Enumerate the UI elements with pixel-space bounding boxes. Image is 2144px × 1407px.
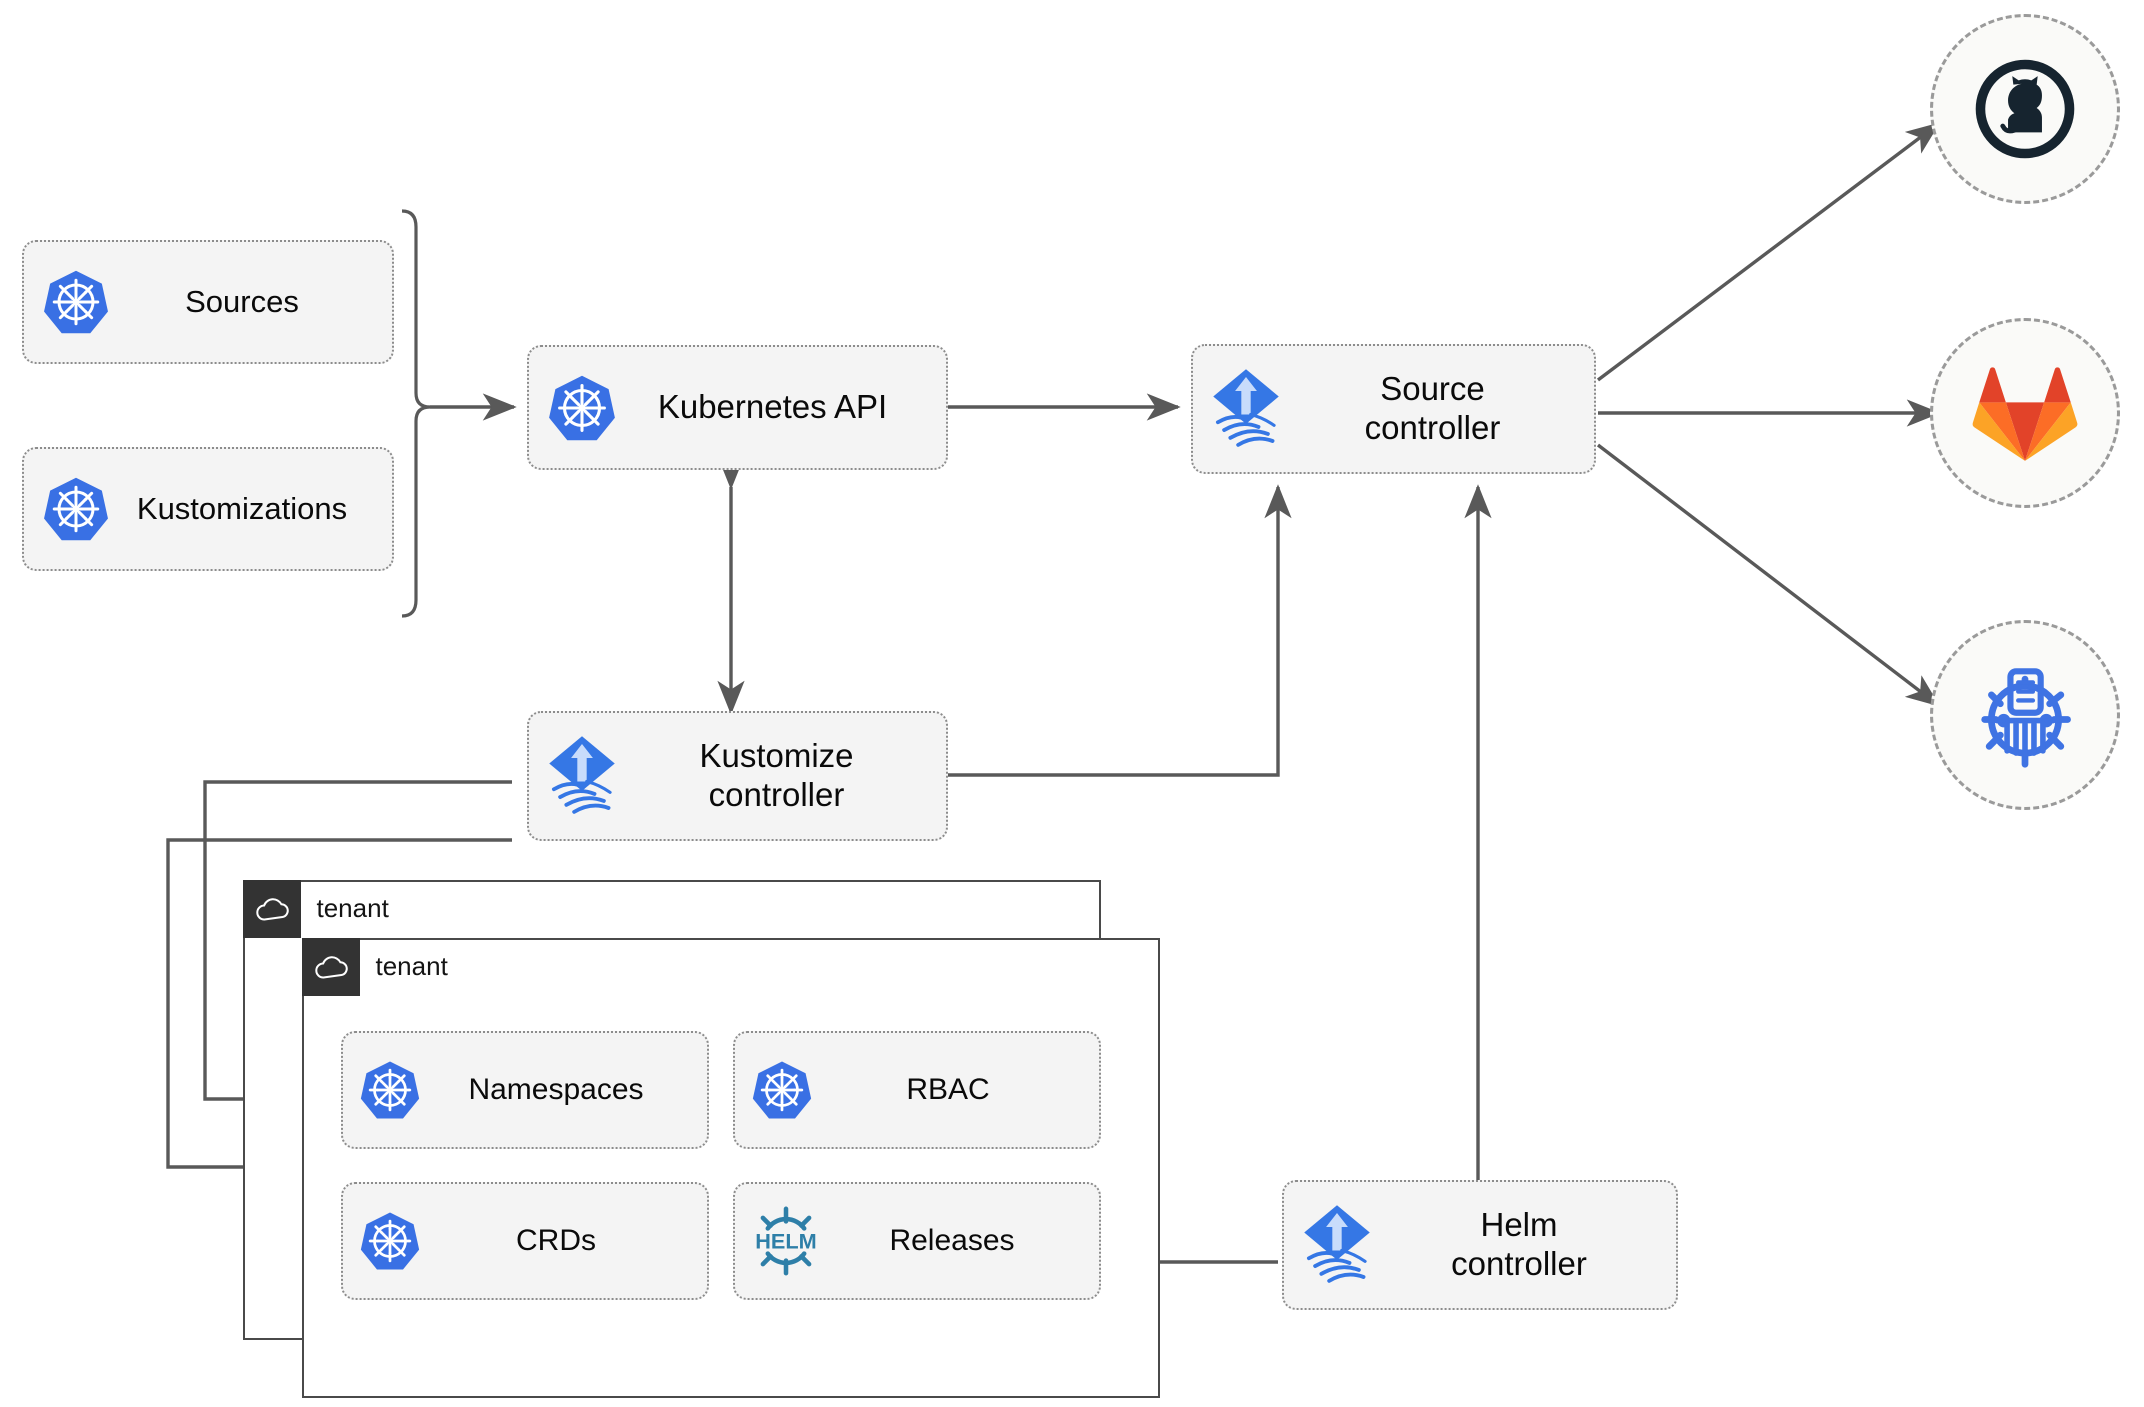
node-label-rbac: RBAC	[906, 1073, 990, 1107]
node-label-releases: Releases	[889, 1224, 1015, 1258]
tenant-header-inner: tenant	[301, 937, 448, 996]
node-rbac[interactable]: RBAC	[733, 1031, 1101, 1149]
endpoint-helm-repository[interactable]	[1930, 620, 2120, 810]
kubernetes-icon	[42, 268, 110, 336]
flux-icon	[1298, 1202, 1376, 1288]
kubernetes-icon	[751, 1059, 813, 1121]
endpoint-github[interactable]	[1930, 14, 2120, 204]
svg-text:HELM: HELM	[755, 1229, 816, 1254]
kubernetes-icon	[547, 373, 617, 443]
node-crds[interactable]: CRDs	[341, 1182, 709, 1300]
edge-source-bucket	[1596, 443, 1941, 707]
node-kustomize-controller[interactable]: Kustomize controller	[527, 711, 948, 841]
tenant-container-inner: tenant	[301, 937, 1160, 1398]
node-label-kubernetes-api: Kubernetes API	[657, 388, 888, 426]
node-label-crds: CRDs	[516, 1224, 596, 1258]
kubernetes-icon	[42, 475, 110, 543]
kubernetes-icon	[359, 1210, 421, 1272]
kubernetes-icon	[359, 1059, 421, 1121]
helm-icon: HELM	[751, 1206, 821, 1276]
group-brace	[401, 209, 431, 618]
node-label-kustomizations: Kustomizations	[136, 490, 348, 526]
github-icon	[1975, 59, 2075, 159]
node-helm-controller[interactable]: Helm controller	[1282, 1180, 1678, 1310]
node-namespaces[interactable]: Namespaces	[341, 1031, 709, 1149]
flux-icon	[1207, 366, 1285, 452]
node-kustomizations[interactable]: Kustomizations	[22, 447, 394, 571]
tenant-label-outer: tenant	[316, 893, 389, 923]
edge-source-github	[1596, 122, 1941, 382]
cloud-icon	[242, 879, 301, 938]
tenant-header-outer: tenant	[242, 879, 389, 938]
endpoint-gitlab[interactable]	[1930, 318, 2120, 508]
node-kubernetes-api[interactable]: Kubernetes API	[527, 345, 948, 470]
flux-icon	[543, 733, 621, 819]
node-label-helm-controller: Helm controller	[1451, 1206, 1587, 1282]
cloud-icon	[301, 937, 360, 996]
node-label-sources: Sources	[185, 283, 299, 319]
node-label-kustomize-controller: Kustomize controller	[699, 737, 854, 813]
node-sources[interactable]: Sources	[22, 240, 394, 364]
node-label-namespaces: Namespaces	[468, 1073, 644, 1107]
node-label-source-controller: Source controller	[1364, 370, 1501, 446]
edge-kustomize-source	[948, 484, 1292, 777]
node-source-controller[interactable]: Source controller	[1191, 344, 1596, 474]
helm-repository-icon	[1981, 668, 2071, 768]
gitlab-icon	[1972, 367, 2078, 461]
tenant-label-inner: tenant	[375, 951, 448, 981]
node-releases[interactable]: HELM Releases	[733, 1182, 1101, 1300]
